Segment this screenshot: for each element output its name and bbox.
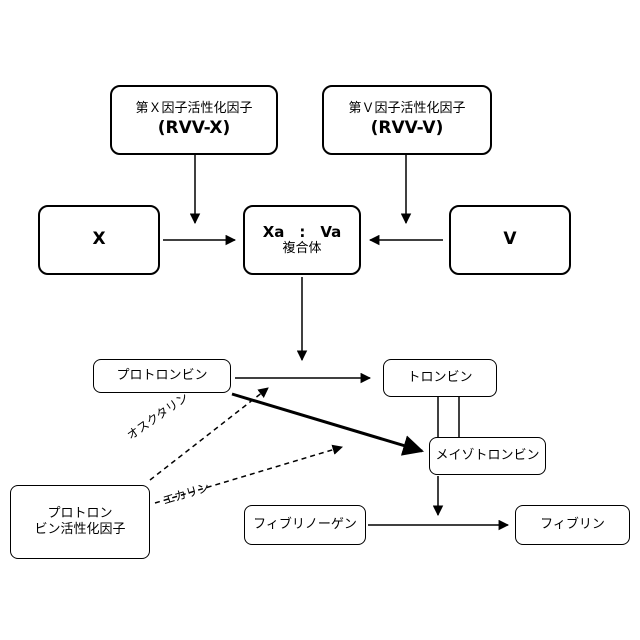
prothrombin-activator-line1: プロトロン — [47, 506, 112, 522]
fv-activator-name: 第Ｖ因子活性化因子 — [348, 101, 465, 117]
fv-activator-node: 第Ｖ因子活性化因子 (RVV-V) — [322, 85, 492, 155]
fibrin-label: フィブリン — [540, 517, 605, 533]
fibrinogen-node: フィブリノーゲン — [244, 505, 366, 545]
complex-sublabel: 複合体 — [282, 241, 321, 257]
factor-x-label: X — [92, 229, 105, 250]
fx-activator-node: 第Ｘ因子活性化因子 (RVV-X) — [110, 85, 278, 155]
prothrombin-activator-node: プロトロン ビン活性化因子 — [10, 485, 150, 559]
meizothrombin-label: メイゾトロンビン — [435, 448, 539, 464]
fibrinogen-label: フィブリノーゲン — [253, 517, 357, 533]
thrombin-node: トロンビン — [383, 359, 497, 397]
fx-activator-abbrev: (RVV-X) — [158, 118, 230, 139]
prothrombin-node: プロトロンビン — [93, 359, 231, 393]
factor-v-node: V — [449, 205, 571, 275]
fibrin-node: フィブリン — [515, 505, 630, 545]
complex-label: Xa : Va — [263, 223, 342, 242]
factor-x-node: X — [38, 205, 160, 275]
prothrombin-activator-line2: ビン活性化因子 — [34, 522, 125, 538]
prothrombin-label: プロトロンビン — [116, 368, 207, 384]
fx-activator-name: 第Ｘ因子活性化因子 — [135, 101, 252, 117]
meizothrombin-node: メイゾトロンビン — [429, 437, 546, 475]
factor-v-label: V — [503, 229, 516, 250]
thrombin-label: トロンビン — [407, 370, 472, 386]
fv-activator-abbrev: (RVV-V) — [371, 118, 444, 139]
complex-node: Xa : Va 複合体 — [243, 205, 361, 275]
arrow-prothrombin-to-meizothrombin — [232, 394, 422, 451]
